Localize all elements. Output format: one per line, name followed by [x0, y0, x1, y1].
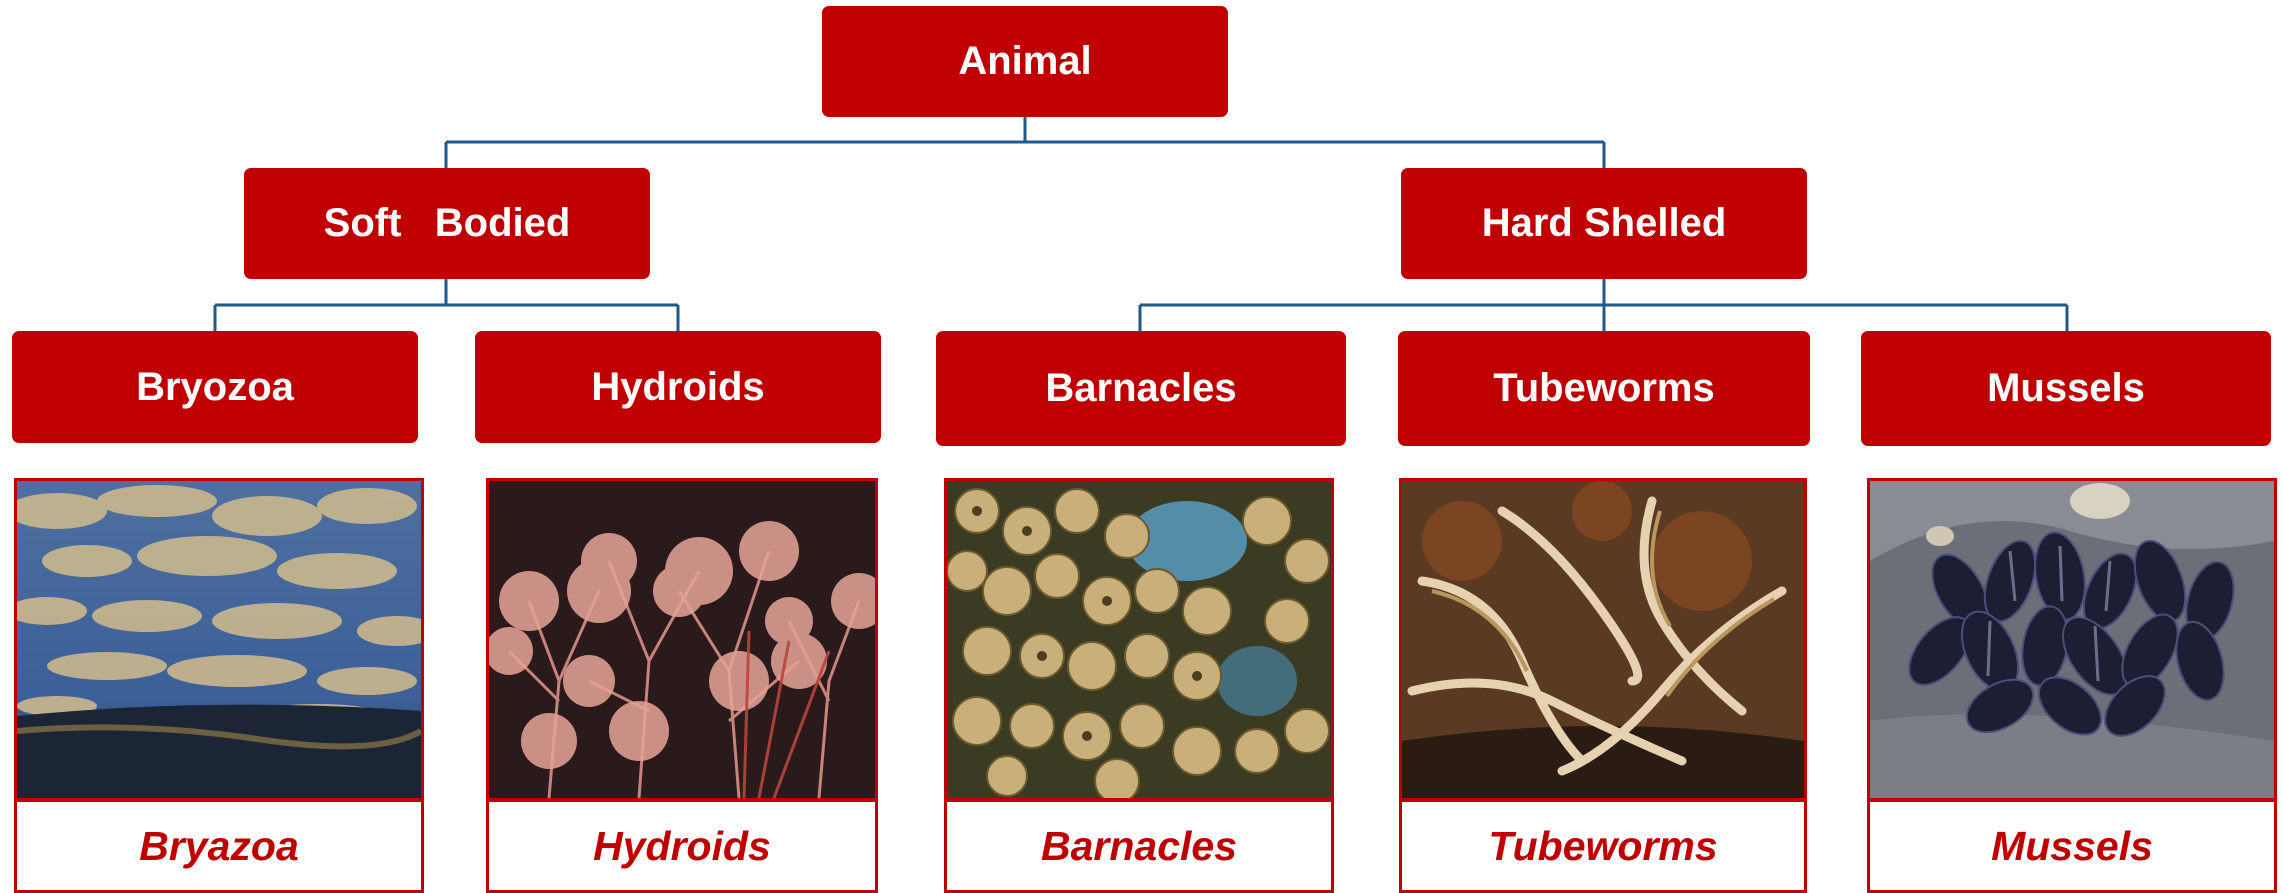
hydroids-image [489, 481, 875, 798]
photo-barnacles [944, 478, 1334, 801]
bryozoa-image [17, 481, 421, 798]
node-tubeworms: Tubeworms [1398, 331, 1810, 446]
caption-tubeworms: Tubeworms [1399, 799, 1807, 893]
caption-mussels: Mussels [1867, 799, 2277, 893]
node-barnacles: Barnacles [936, 331, 1346, 446]
photo-tubeworms [1399, 478, 1807, 801]
mussels-image [1870, 481, 2274, 798]
caption-bryozoa: Bryazoa [14, 799, 424, 893]
node-hard-shelled: Hard Shelled [1401, 168, 1807, 279]
node-bryozoa: Bryozoa [12, 331, 418, 443]
node-mussels: Mussels [1861, 331, 2271, 446]
node-hydroids: Hydroids [475, 331, 881, 443]
barnacles-image [947, 481, 1331, 798]
caption-hydroids: Hydroids [486, 799, 878, 893]
photo-hydroids [486, 478, 878, 801]
photo-bryozoa [14, 478, 424, 801]
tubeworms-image [1402, 481, 1804, 798]
node-soft-bodied: Soft Bodied [244, 168, 650, 279]
photo-mussels [1867, 478, 2277, 801]
caption-barnacles: Barnacles [944, 799, 1334, 893]
node-animal: Animal [822, 6, 1228, 117]
